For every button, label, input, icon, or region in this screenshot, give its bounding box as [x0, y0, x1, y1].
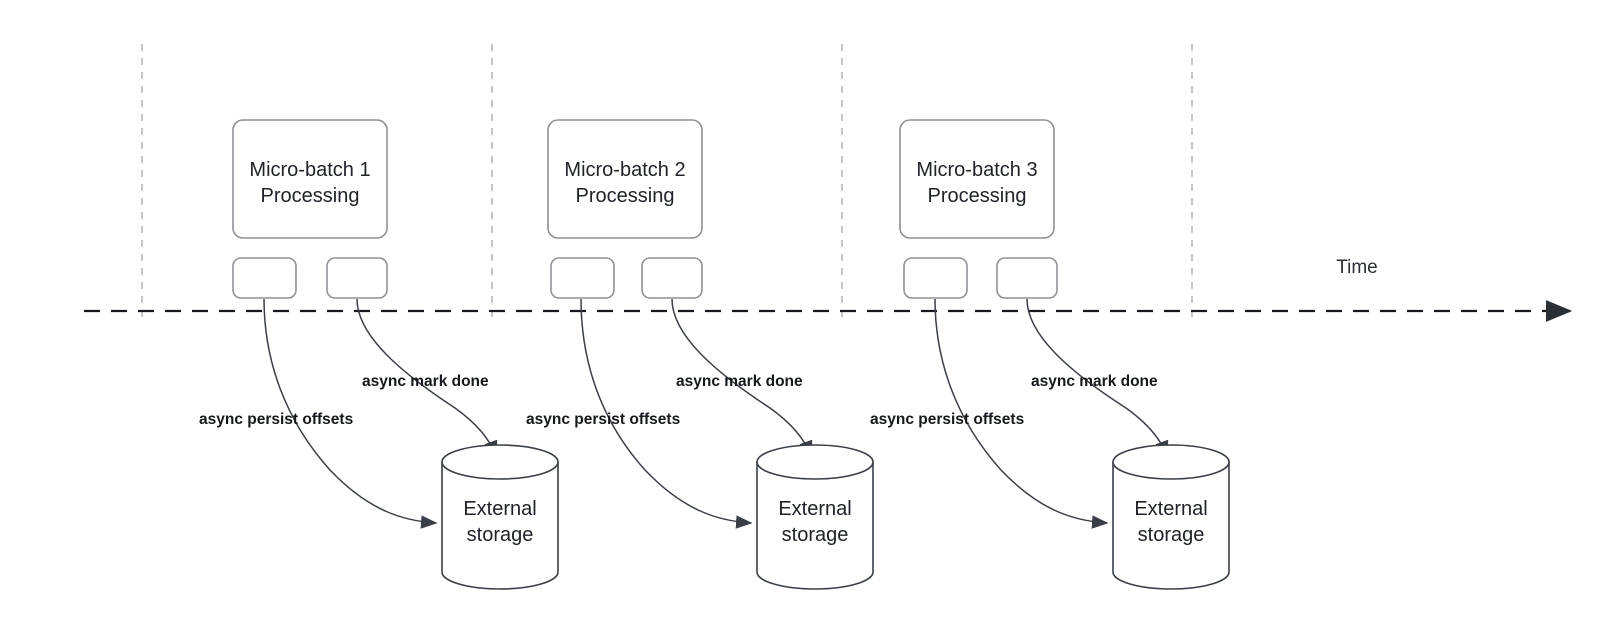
- external-storage-1-top: [441, 444, 559, 480]
- connector-mark-done-group-1: [356, 298, 498, 458]
- micro-batch-3-processing[interactable]: [899, 119, 1055, 239]
- label-async-persist-offsets-1: async persist offsets: [199, 411, 353, 428]
- external-storage-2-line1: External: [778, 498, 851, 520]
- time-axis-label: Time: [1336, 257, 1378, 278]
- label-async-persist-offsets-2: async persist offsets: [526, 411, 680, 428]
- connector-persist-offsets-group-3: [934, 298, 1109, 529]
- external-storage-1-line1: External: [463, 498, 536, 520]
- tick-box-2-right[interactable]: [641, 257, 703, 299]
- external-storage-1-line2: storage: [467, 524, 534, 546]
- micro-batch-1-processing-line2: Processing: [261, 185, 360, 207]
- external-storage-1-body[interactable]: [441, 461, 559, 590]
- external-storage-3-line1: External: [1134, 498, 1207, 520]
- micro-batch-2-processing[interactable]: [547, 119, 703, 239]
- label-async-mark-done-1: async mark done: [362, 373, 489, 390]
- connector-mark-done-group-3: [1026, 298, 1169, 458]
- external-storage-2-top: [756, 444, 874, 480]
- external-storage-2-body[interactable]: [756, 461, 874, 590]
- label-async-mark-done-2: async mark done: [676, 373, 803, 390]
- tick-box-2-left[interactable]: [550, 257, 615, 299]
- external-storage-3-body[interactable]: [1112, 461, 1230, 590]
- connectors-group: [263, 298, 1169, 529]
- tick-box-3-left[interactable]: [903, 257, 968, 299]
- label-async-mark-done-3: async mark done: [1031, 373, 1158, 390]
- micro-batch-2-processing-line2: Processing: [576, 185, 675, 207]
- guide-lines-group: [141, 44, 1193, 322]
- connector-persist-offsets-group-1: [263, 298, 438, 529]
- label-async-persist-offsets-3: async persist offsets: [870, 411, 1024, 428]
- tick-box-1-left[interactable]: [232, 257, 297, 299]
- tick-box-3-right[interactable]: [996, 257, 1058, 299]
- micro-batch-3-processing-line2: Processing: [928, 185, 1027, 207]
- external-storage-2-line2: storage: [782, 524, 849, 546]
- micro-batch-3-processing-line1: Micro-batch 3: [916, 159, 1037, 181]
- micro-batch-1-processing-line1: Micro-batch 1: [249, 159, 370, 181]
- micro-batch-1-processing[interactable]: [232, 119, 388, 239]
- external-storage-3-top: [1112, 444, 1230, 480]
- tick-box-1-right[interactable]: [326, 257, 388, 299]
- connector-persist-offsets-group-2: [580, 298, 753, 529]
- timeline-group: Time: [84, 257, 1573, 322]
- edge-labels-group: async persist offsets async mark done asyn…: [199, 373, 1158, 428]
- micro-batch-2-processing-line1: Micro-batch 2: [564, 159, 685, 181]
- external-storage-3-line2: storage: [1138, 524, 1205, 546]
- connector-mark-done-group-2: [671, 298, 813, 458]
